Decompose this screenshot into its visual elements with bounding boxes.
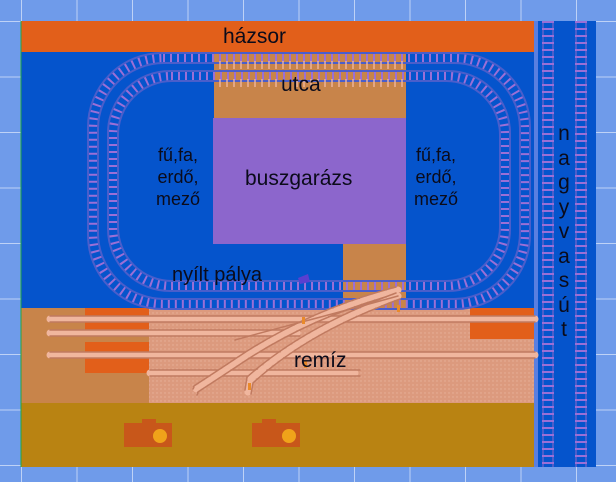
right-field-line-3: mező [413,189,458,209]
mainline-track-right [575,21,587,467]
houses-zone [21,21,535,52]
right-field-line-1: fű,fa, [415,145,457,165]
houses-label: házsor [223,25,287,48]
mainline-letter: t [561,318,567,341]
mainline-letter: y [558,195,570,219]
building-icon [124,419,172,447]
mainline-letter: v [558,220,570,243]
mainline-track-left [542,21,554,467]
mainline-letter: s [558,269,570,292]
bus-garage-zone [213,118,406,244]
depot-label: remíz [294,349,347,372]
mainline-letter: g [558,171,570,194]
right-field-label: fű,fa, erdő, mező [404,144,468,210]
mainline-letter: a [558,244,570,268]
left-field-label: fű,fa, erdő, mező [146,144,210,210]
mainline-letter: ú [558,293,570,317]
left-field-line-1: fű,fa, [157,145,199,165]
depot-yard-tracks [46,286,539,396]
building-icon [252,419,300,447]
street-track-ties [214,61,406,87]
loco-marker-icon [298,274,310,284]
mainline-label: n a g y v a s ú t [553,122,575,343]
bus-garage-label: buszgarázs [245,167,353,190]
switch-markers [248,305,400,390]
left-field-line-3: mező [155,189,200,209]
street-label: utca [281,73,321,96]
open-track-label: nyílt pálya [172,264,263,286]
right-field-line-2: erdő, [415,167,457,187]
mainline-letter: n [558,122,570,145]
mainline-letter: a [558,146,570,170]
depot-corner-block [470,308,535,339]
left-field-line-2: erdő, [157,167,199,187]
mainline-divider [534,21,538,467]
